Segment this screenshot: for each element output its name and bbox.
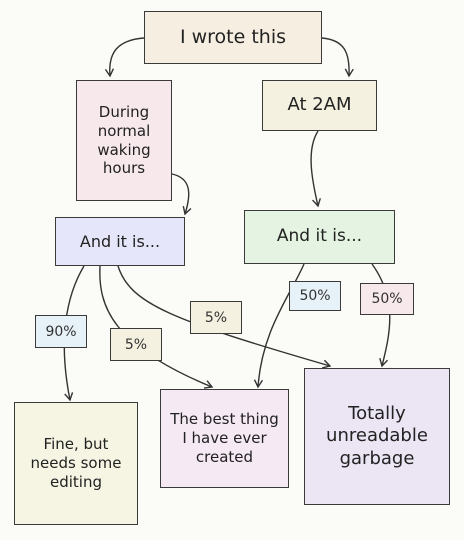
node-unreadable-garbage-text: Totally unreadable garbage — [326, 402, 428, 469]
node-i-wrote-this-text: I wrote this — [179, 25, 287, 48]
node-normal-waking-hours: During normal waking hours — [76, 80, 172, 201]
node-and-it-is-right: And it is... — [244, 210, 395, 264]
node-and-it-is-left-text: And it is... — [79, 231, 161, 251]
node-fine-needs-editing: Fine, but needs some editing — [14, 402, 138, 525]
edge-label-50-percent-right-text: 50% — [371, 291, 403, 307]
node-unreadable-garbage: Totally unreadable garbage — [304, 368, 450, 505]
node-best-thing-ever: The best thing I have ever created — [160, 389, 289, 488]
node-at-2am: At 2AM — [262, 80, 377, 131]
arrow-left-5-mid — [117, 265, 332, 369]
edge-label-50-percent-left-text: 50% — [299, 288, 331, 304]
node-and-it-is-left: And it is... — [55, 217, 185, 266]
node-best-thing-ever-text: The best thing I have ever created — [170, 410, 279, 466]
arrow-start-to-2am — [321, 37, 354, 78]
edge-label-90-percent: 90% — [35, 315, 87, 348]
edge-label-5-percent-mid: 5% — [190, 301, 242, 334]
arrow-normal-to-left — [171, 173, 192, 216]
edge-label-5-percent-low-text: 5% — [124, 336, 148, 353]
edge-label-50-percent-right: 50% — [360, 283, 414, 315]
node-and-it-is-right-text: And it is... — [276, 226, 363, 247]
node-at-2am-text: At 2AM — [287, 94, 352, 116]
arrow-2am-to-right — [310, 130, 321, 208]
arrow-right-50-right — [371, 263, 391, 368]
node-normal-waking-hours-text: During normal waking hours — [97, 103, 151, 178]
edge-label-50-percent-left: 50% — [289, 281, 341, 311]
edge-label-5-percent-low: 5% — [110, 328, 162, 361]
node-fine-needs-editing-text: Fine, but needs some editing — [30, 435, 122, 491]
arrow-start-to-normal — [104, 37, 145, 78]
edge-label-5-percent-mid-text: 5% — [204, 309, 228, 326]
edge-label-90-percent-text: 90% — [45, 323, 77, 340]
arrow-left-5-low — [99, 265, 214, 389]
node-i-wrote-this: I wrote this — [144, 11, 322, 64]
arrow-right-50-left — [253, 263, 305, 389]
